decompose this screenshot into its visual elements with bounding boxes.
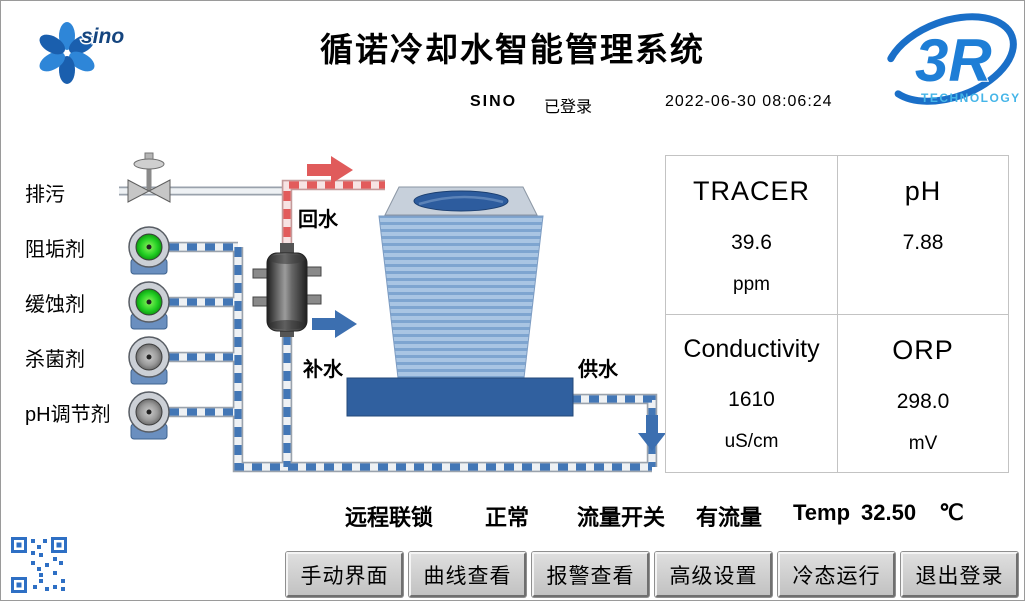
measurement-unit: mV xyxy=(908,433,938,454)
advanced-settings-button[interactable]: 高级设置 xyxy=(655,552,772,597)
measurement-value: 7.88 xyxy=(902,231,944,254)
pump-scale-inhibitor-icon[interactable] xyxy=(128,226,170,275)
measurement-conductivity: Conductivity 1610 uS/cm xyxy=(666,314,837,472)
3r-logo-subtext: TECHNOLOGY xyxy=(921,91,1021,105)
tower-basin xyxy=(346,377,574,417)
curve-view-button[interactable]: 曲线查看 xyxy=(409,552,526,597)
label-return-water: 回水 xyxy=(298,209,338,231)
measurement-value: 39.6 xyxy=(731,231,772,254)
measurement-unit: ppm xyxy=(733,274,770,295)
flow-switch-label: 流量开关 xyxy=(577,505,666,530)
label-supply-water: 供水 xyxy=(578,359,618,381)
datetime: 2022-06-30 08:06:24 xyxy=(665,93,833,110)
interlock-label: 远程联锁 xyxy=(345,505,434,530)
supply-flow-arrow xyxy=(638,415,666,451)
sino-logo: sino xyxy=(39,22,126,84)
cold-run-button[interactable]: 冷态运行 xyxy=(778,552,895,597)
blowdown-valve-icon[interactable] xyxy=(127,152,171,203)
pump-ph-adjuster-icon[interactable] xyxy=(128,391,170,440)
pump-corrosion-inhibitor-icon[interactable] xyxy=(128,281,170,330)
hot-return-pipe xyxy=(281,179,385,255)
label-ph-adjuster: pH调节剂 xyxy=(25,404,111,426)
alarm-view-button[interactable]: 报警查看 xyxy=(532,552,649,597)
manual-screen-button[interactable]: 手动界面 xyxy=(286,552,403,597)
flow-switch-value: 有流量 xyxy=(696,505,763,530)
heat-exchanger-icon xyxy=(252,243,322,337)
label-corrosion-inhibitor: 缓蚀剂 xyxy=(25,294,85,316)
label-blowdown: 排污 xyxy=(25,184,65,206)
measurement-name: ORP xyxy=(892,335,954,365)
3r-logo-swoosh xyxy=(883,13,1017,105)
label-biocide: 杀菌剂 xyxy=(25,349,85,371)
label-makeup-water: 补水 xyxy=(303,359,343,381)
cold-water-pipes xyxy=(169,241,658,473)
label-scale-inhibitor: 阻垢剂 xyxy=(25,239,85,261)
cooling-tower-icon xyxy=(346,186,574,417)
login-status: 已登录 xyxy=(544,99,593,116)
measurement-unit: uS/cm xyxy=(724,431,779,452)
interlock-value: 正常 xyxy=(485,505,530,530)
3r-logo: 3R TECHNOLOGY xyxy=(883,13,1021,105)
sino-logo-text: sino xyxy=(81,25,124,48)
measurement-value: 298.0 xyxy=(896,390,950,413)
temp-value: 32.50 xyxy=(861,500,917,525)
qr-code xyxy=(9,535,69,595)
measurement-tracer: TRACER 39.6 ppm xyxy=(666,156,837,314)
measurement-name: pH xyxy=(904,176,942,206)
makeup-flow-arrow xyxy=(312,310,357,338)
measurement-ph: pH 7.88 xyxy=(837,156,1008,314)
pump-biocide-icon[interactable] xyxy=(128,336,170,385)
measurement-orp: ORP 298.0 mV xyxy=(837,314,1008,472)
page-title: 循诺冷却水智能管理系统 xyxy=(320,31,705,68)
measurement-name: TRACER xyxy=(692,176,810,206)
measurements-panel: TRACER 39.6 ppm pH 7.88 Conductivity 161… xyxy=(665,155,1009,473)
3r-logo-text: 3R xyxy=(915,27,992,94)
measurement-value: 1610 xyxy=(728,388,775,411)
return-flow-arrow xyxy=(307,156,353,184)
logout-button[interactable]: 退出登录 xyxy=(901,552,1018,597)
temp-unit: ℃ xyxy=(939,500,964,525)
temp-label: Temp xyxy=(793,500,851,525)
session-user: SINO xyxy=(470,93,518,110)
measurement-name: Conductivity xyxy=(683,335,820,363)
